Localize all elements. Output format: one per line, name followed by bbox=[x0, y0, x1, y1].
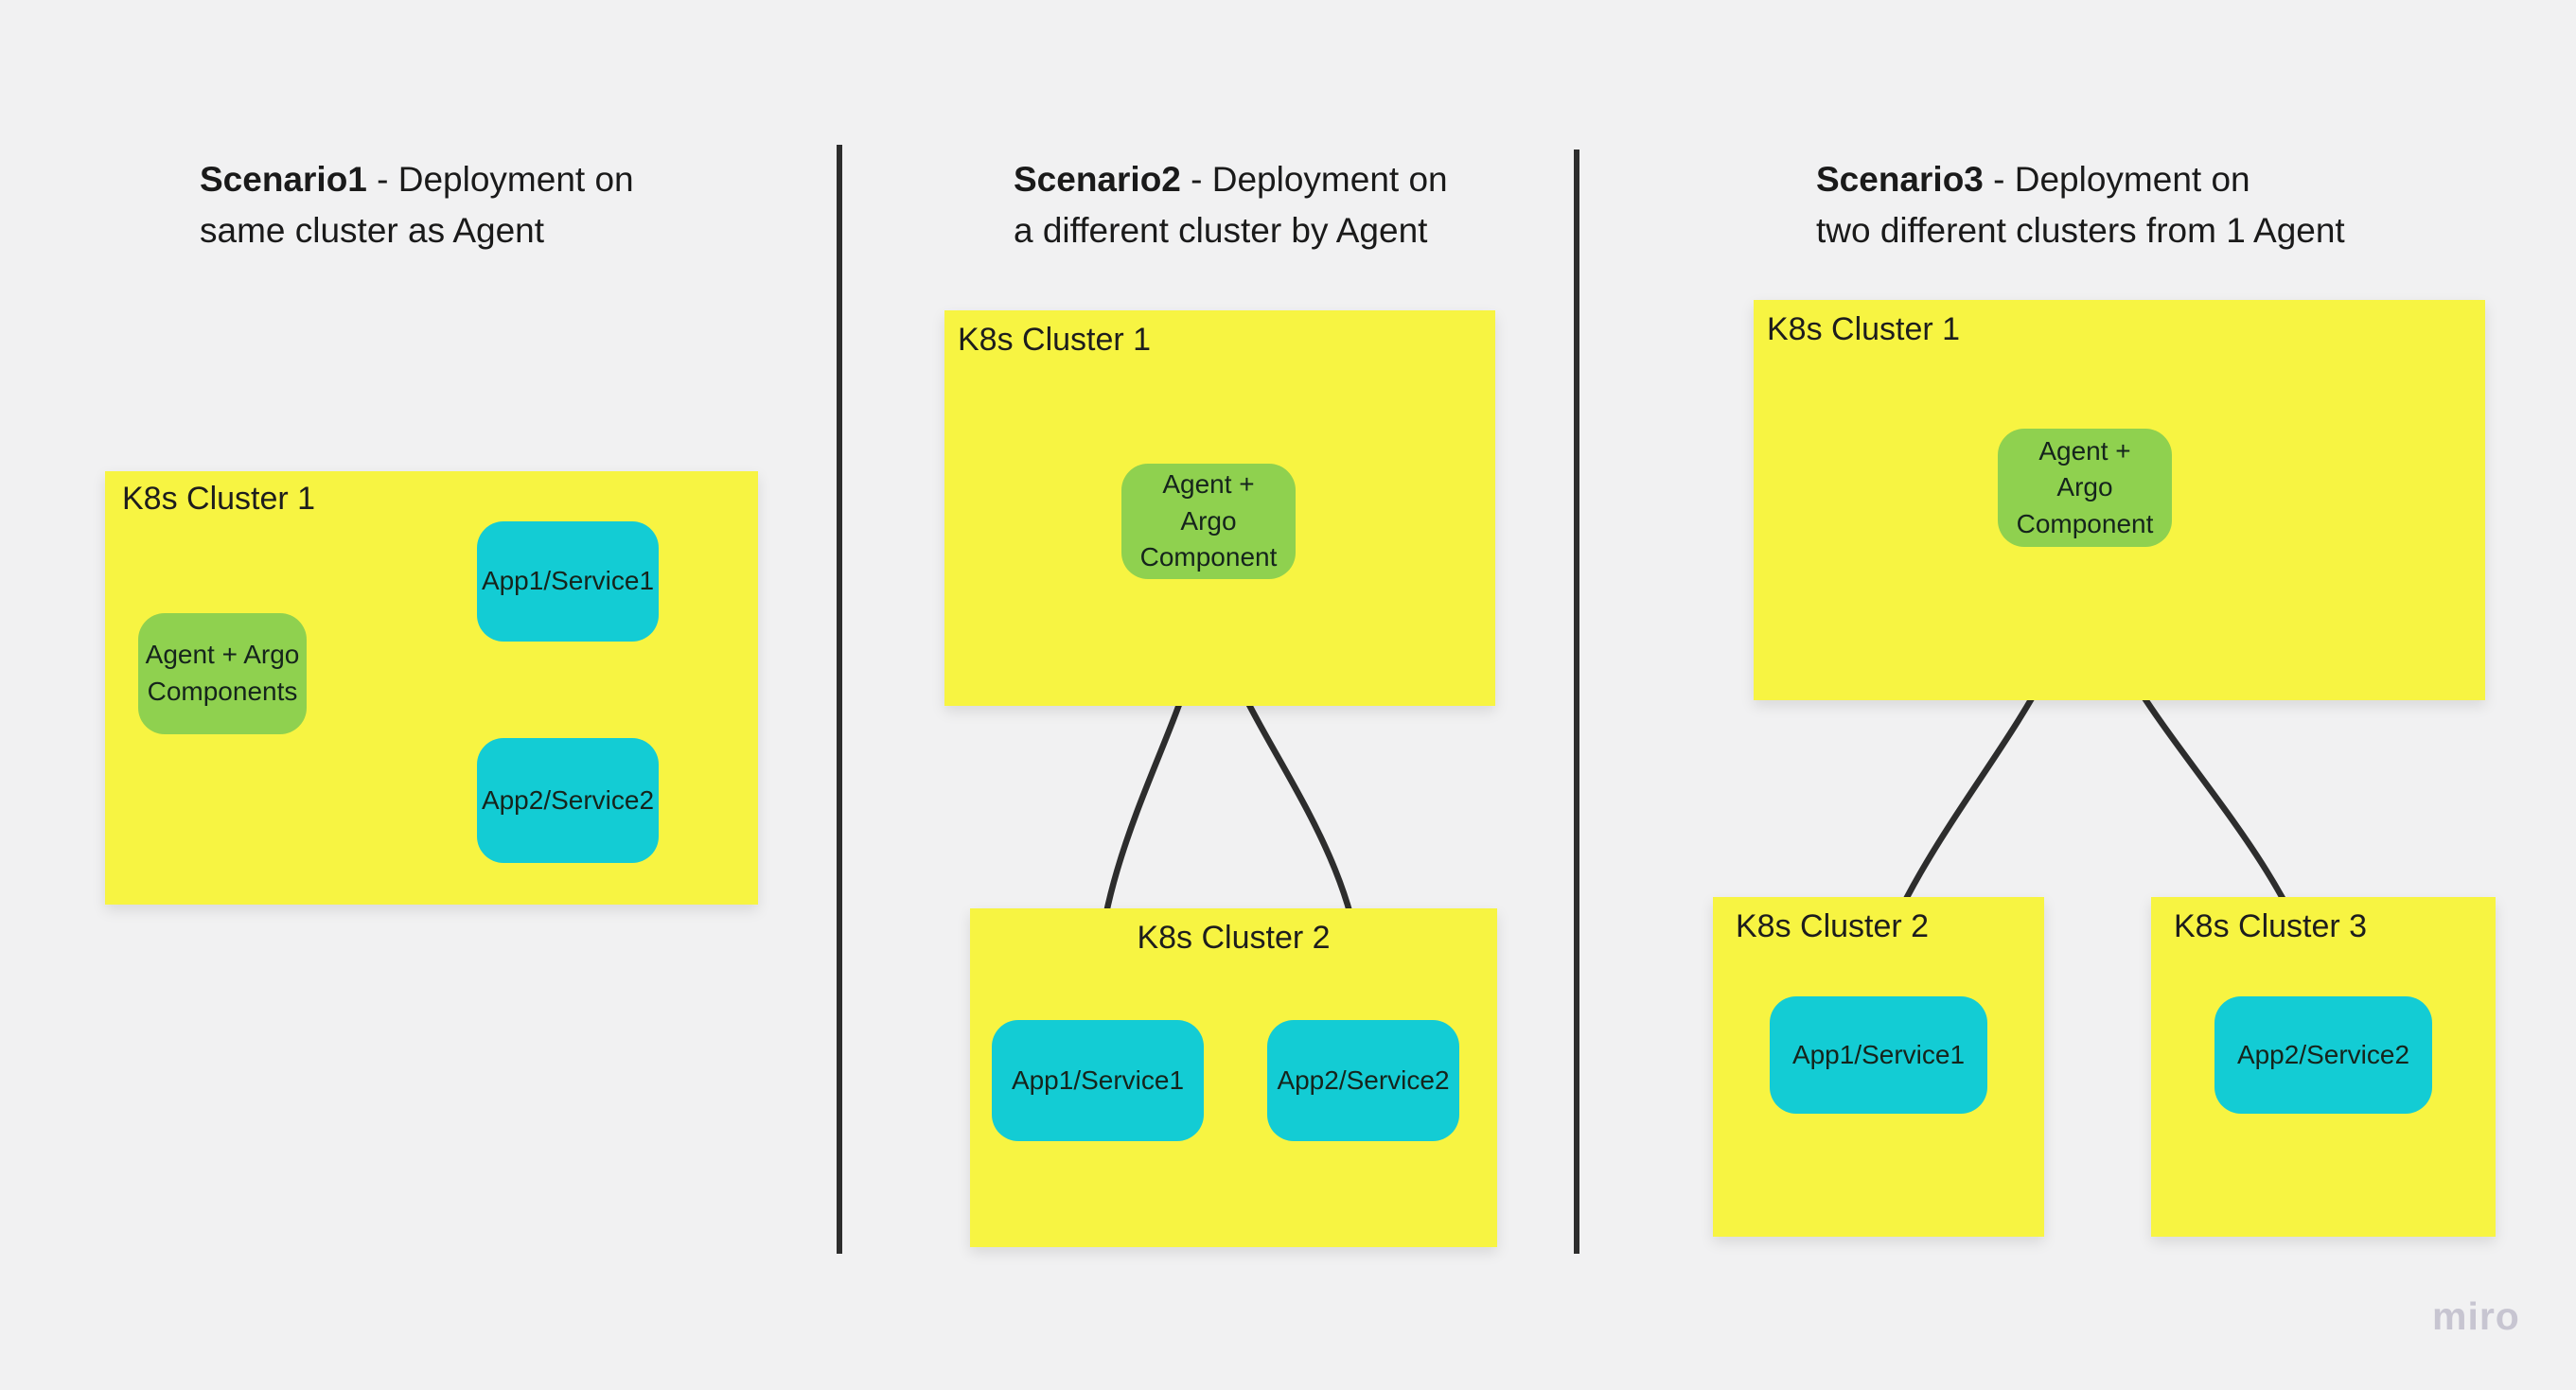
scenario1-title-line2: same cluster as Agent bbox=[200, 210, 545, 250]
scenario3-title[interactable]: Scenario3 - Deployment on two different … bbox=[1816, 154, 2345, 255]
s1-agent-argo-box[interactable]: Agent + Argo Components bbox=[138, 613, 307, 734]
s3-app2-box[interactable]: App2/Service2 bbox=[2214, 996, 2432, 1114]
scenario2-title[interactable]: Scenario2 - Deployment on a different cl… bbox=[1014, 154, 1448, 255]
s2-app2-box[interactable]: App2/Service2 bbox=[1267, 1020, 1459, 1141]
s3-app2-label: App2/Service2 bbox=[2236, 1039, 2410, 1069]
s2-agent-argo-box[interactable]: Agent + Argo Component bbox=[1121, 464, 1296, 579]
scenario3-title-bold: Scenario3 bbox=[1816, 160, 1984, 199]
s2-app2-label: App2/Service2 bbox=[1277, 1064, 1450, 1095]
s3-cluster2-label: K8s Cluster 2 bbox=[1736, 908, 1930, 944]
scenario3-title-rest: - Deployment on bbox=[1983, 160, 2250, 199]
s2-app1-box[interactable]: App1/Service1 bbox=[992, 1020, 1204, 1141]
s1-app2-label: App2/Service2 bbox=[481, 784, 655, 815]
s3-cluster1-label: K8s Cluster 1 bbox=[1767, 311, 1961, 347]
s2-cluster2-label: K8s Cluster 2 bbox=[1137, 920, 1331, 956]
s1-agent-argo-label: Agent + Argo Components bbox=[145, 640, 300, 706]
scenario2-title-bold: Scenario2 bbox=[1014, 160, 1181, 199]
s1-app1-label: App1/Service1 bbox=[481, 566, 655, 596]
scenario2-title-line2: a different cluster by Agent bbox=[1014, 210, 1428, 250]
s2-app1-label: App1/Service1 bbox=[1011, 1064, 1185, 1095]
s3-app1-label: App1/Service1 bbox=[1791, 1039, 1966, 1069]
s2-cluster1-label: K8s Cluster 1 bbox=[958, 322, 1152, 358]
s1-cluster1-label: K8s Cluster 1 bbox=[122, 481, 316, 517]
s3-agent-argo-label: Agent + Argo Component bbox=[2016, 435, 2154, 538]
miro-watermark: miro bbox=[2432, 1294, 2520, 1338]
s3-agent-argo-box[interactable]: Agent + Argo Component bbox=[1998, 429, 2172, 547]
s1-app1-box[interactable]: App1/Service1 bbox=[477, 521, 659, 642]
s1-app2-box[interactable]: App2/Service2 bbox=[477, 738, 659, 863]
s3-app1-box[interactable]: App1/Service1 bbox=[1770, 996, 1987, 1114]
scenario3-title-line2: two different clusters from 1 Agent bbox=[1816, 210, 2345, 250]
s3-cluster3-label: K8s Cluster 3 bbox=[2174, 908, 2368, 944]
scenario1-title-bold: Scenario1 bbox=[200, 160, 367, 199]
scenario1-title-rest: - Deployment on bbox=[366, 160, 634, 199]
s2-agent-argo-label: Agent + Argo Component bbox=[1139, 469, 1278, 572]
scenario2-title-rest: - Deployment on bbox=[1180, 160, 1448, 199]
scenario1-title[interactable]: Scenario1 - Deployment on same cluster a… bbox=[200, 154, 634, 255]
